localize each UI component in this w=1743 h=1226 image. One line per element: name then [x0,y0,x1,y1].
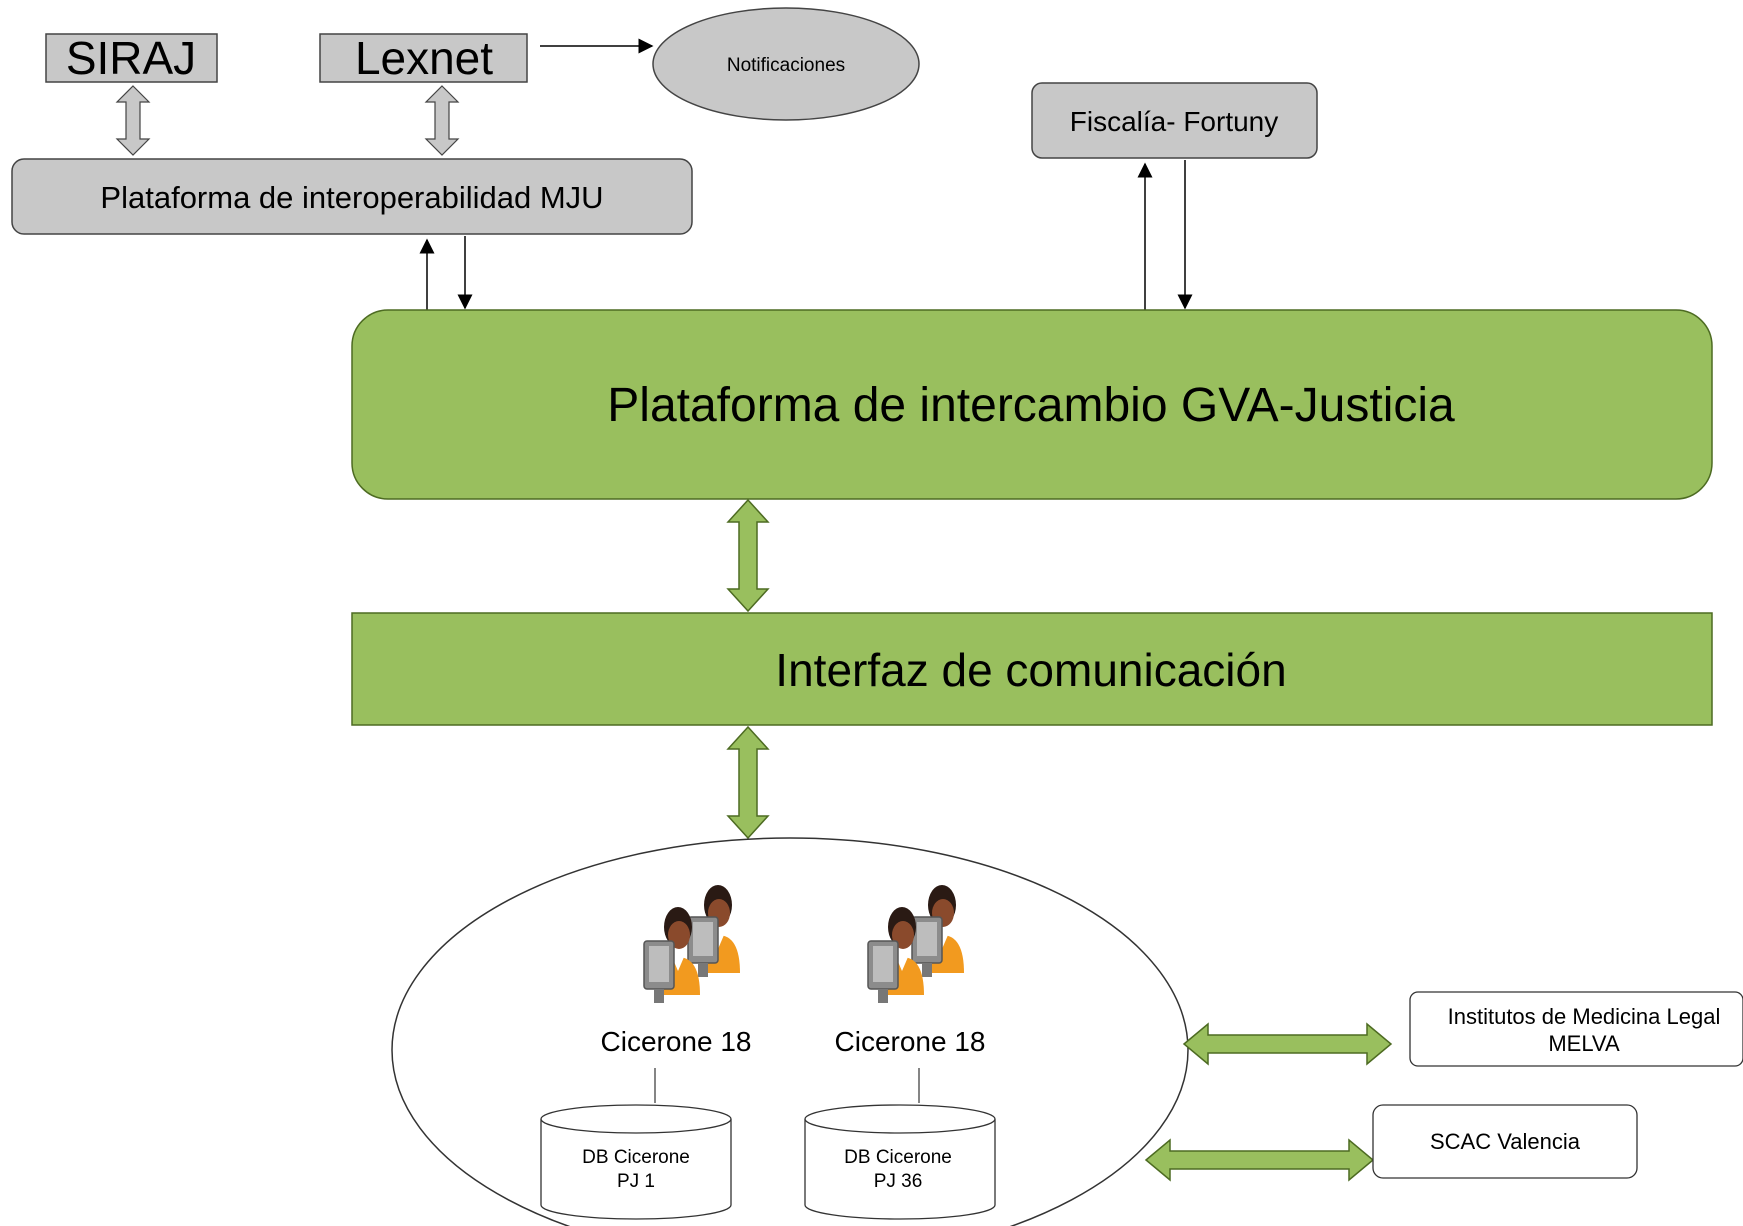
notificaciones-label: Notificaciones [727,55,845,76]
db-cicerone-pj36-cylinder: DB Cicerone PJ 36 [804,1104,996,1220]
cicerone-institutos-double-arrow [1182,1022,1393,1066]
gva-interfaz-double-arrow [726,498,770,613]
interfaz-cicerone-double-arrow [726,725,770,840]
db-cicerone-pj1-cylinder: DB Cicerone PJ 1 [540,1104,732,1220]
cicerone-b-label: Cicerone 18 [835,1026,986,1057]
db-b-line2: PJ 36 [874,1171,923,1192]
db-a-line2: PJ 1 [617,1171,655,1192]
institutos-box: Institutos de Medicina Legal MELVA [1409,991,1743,1067]
institutos-line1: Institutos de Medicina Legal [1448,1004,1721,1029]
fiscalia-box: Fiscalía- Fortuny [1031,82,1318,159]
fiscalia-label: Fiscalía- Fortuny [1070,106,1279,137]
cicerone-scac-double-arrow [1144,1138,1375,1182]
lexnet-box: Lexnet [319,32,528,84]
cicerone-cluster-ellipse [391,837,1189,1226]
lexnet-mju-double-arrow [424,85,460,156]
cicerone-a-label: Cicerone 18 [601,1026,752,1057]
plataforma-mju-label: Plataforma de interoperabilidad MJU [100,180,603,215]
db-a-line1: DB Cicerone [582,1147,690,1168]
siraj-mju-double-arrow [115,85,151,156]
lexnet-label: Lexnet [355,32,493,84]
scac-label: SCAC Valencia [1430,1129,1581,1154]
plataforma-mju-box: Plataforma de interoperabilidad MJU [11,158,693,235]
interfaz-label: Interfaz de comunicación [775,644,1286,696]
scac-box: SCAC Valencia [1372,1104,1638,1179]
notificaciones-node: Notificaciones [652,7,920,121]
plataforma-gva-box: Plataforma de intercambio GVA-Justicia [351,309,1713,500]
interfaz-box: Interfaz de comunicación [351,612,1713,726]
plataforma-gva-label: Plataforma de intercambio GVA-Justicia [607,379,1455,432]
siraj-box: SIRAJ [45,32,218,84]
siraj-label: SIRAJ [66,32,196,84]
db-b-line1: DB Cicerone [844,1147,952,1168]
institutos-line2: MELVA [1548,1031,1620,1056]
